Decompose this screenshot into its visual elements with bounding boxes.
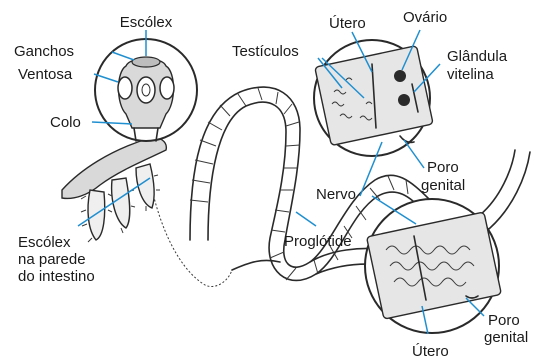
- sucker-center: [137, 77, 155, 103]
- intestine-wall: [62, 138, 166, 242]
- label-nervo: Nervo: [316, 186, 356, 203]
- label-proglotide: Proglótide: [284, 233, 352, 250]
- label-ventosa: Ventosa: [18, 66, 73, 83]
- sucker-left: [118, 77, 132, 99]
- label-escolex-top: Escólex: [120, 14, 173, 31]
- label-ganchos: Ganchos: [14, 43, 74, 60]
- label-glandula-line2: vitelina: [447, 66, 494, 83]
- label-poro-bottom-line1: Poro: [488, 312, 520, 329]
- ovary-1: [394, 70, 406, 82]
- intestine-villus-2: [112, 178, 130, 228]
- label-glandula-line1: Glândula: [447, 48, 508, 65]
- label-utero-bottom: Útero: [412, 343, 449, 360]
- label-escolex-side-line1: Escólex: [18, 234, 71, 251]
- label-escolex-side-line3: do intestino: [18, 268, 95, 285]
- leader-poro-mid: [404, 140, 424, 168]
- sucker-right: [160, 77, 174, 99]
- label-escolex-side-line2: na parede: [18, 251, 86, 268]
- label-poro-bottom-line2: genital: [484, 329, 528, 346]
- label-poro-mid-line2: genital: [421, 177, 465, 194]
- intestine-villus-1: [88, 190, 105, 240]
- proglottid-magnified-upper: [314, 40, 433, 156]
- ovary-2: [398, 94, 410, 106]
- label-utero-top: Útero: [329, 15, 366, 32]
- label-colo: Colo: [50, 114, 81, 131]
- leader-proglotide: [296, 212, 316, 226]
- label-ovario: Ovário: [403, 9, 447, 26]
- label-testiculos: Testículos: [232, 43, 299, 60]
- hooks-crown: [132, 57, 160, 67]
- label-poro-mid-line1: Poro: [427, 159, 459, 176]
